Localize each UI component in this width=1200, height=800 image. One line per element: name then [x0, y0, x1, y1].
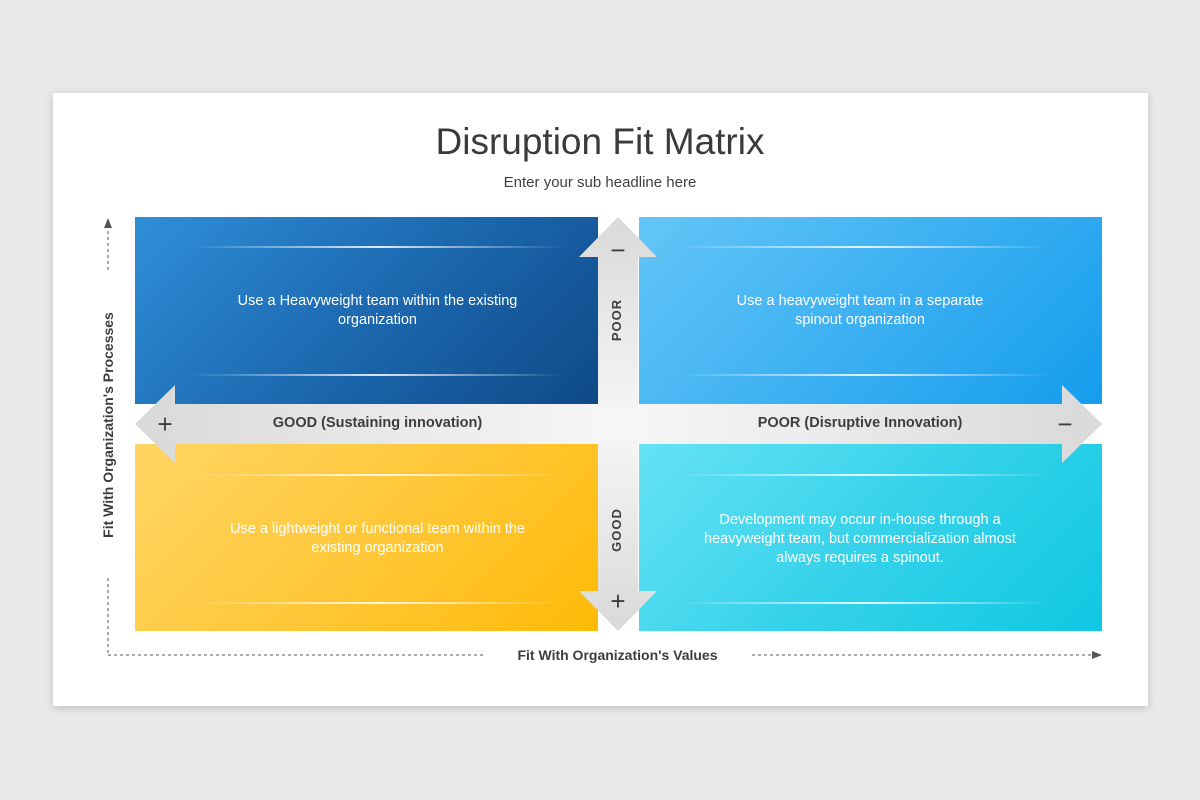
minus-icon: −: [1057, 409, 1073, 439]
quadrant-top-left: [135, 217, 598, 404]
divider-line: [676, 374, 1051, 376]
divider-line: [190, 246, 565, 248]
divider-line: [190, 374, 565, 376]
vertical-bottom-label: GOOD: [609, 508, 624, 552]
quadrant-bottom-left-text: Use a lightweight or functional team wit…: [230, 521, 525, 556]
divider-line: [190, 602, 565, 604]
horizontal-right-label: POOR (Disruptive Innovation): [757, 415, 963, 431]
quadrant-top-right: [639, 217, 1102, 404]
page-title: Disruption Fit Matrix: [435, 121, 765, 162]
x-axis-arrowhead: [1092, 651, 1102, 659]
divider-line: [676, 474, 1051, 476]
y-axis-label: Fit With Organization's Processes: [100, 312, 116, 538]
vertical-arrow: [579, 217, 657, 631]
quadrant-top-right-text: Use a heavyweight team in a separate spi…: [736, 293, 984, 328]
divider-line: [190, 474, 565, 476]
page-subtitle: Enter your sub headline here: [503, 174, 697, 191]
y-axis-arrowhead: [104, 218, 112, 228]
plus-icon: +: [157, 409, 173, 439]
x-axis-label: Fit With Organization's Values: [517, 647, 718, 663]
vertical-top-label: POOR: [609, 298, 624, 342]
minus-icon: −: [610, 235, 626, 265]
quadrant-bottom-right-text: Development may occur in-house through a…: [704, 512, 1016, 566]
plus-icon: +: [610, 586, 626, 616]
divider-line: [676, 246, 1051, 248]
divider-line: [676, 602, 1051, 604]
horizontal-left-label: GOOD (Sustaining innovation): [272, 415, 483, 431]
quadrant-top-left-text: Use a Heavyweight team within the existi…: [237, 293, 518, 328]
